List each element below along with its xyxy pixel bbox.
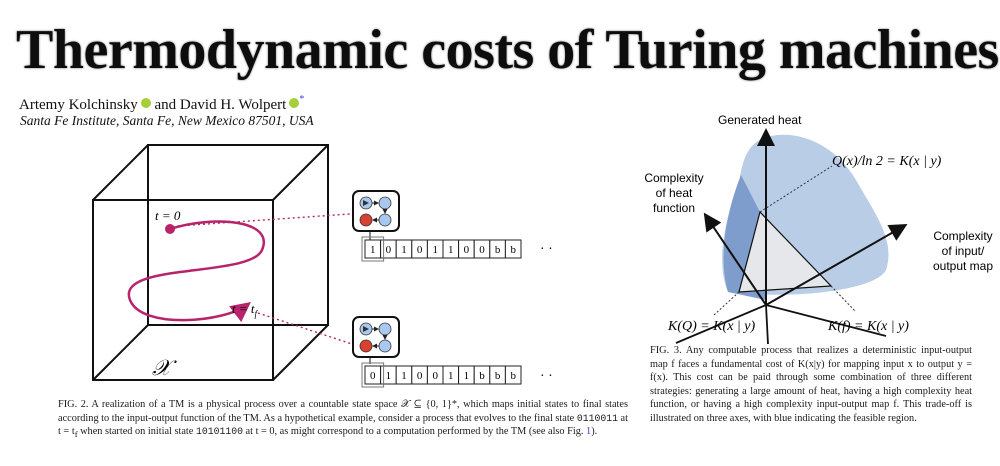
label-tf-sub: f (255, 309, 259, 319)
tape-symbol: 0 (417, 244, 423, 256)
affiliation: Santa Fe Institute, Santa Fe, New Mexico… (20, 113, 314, 128)
tradeoff-surface (738, 210, 833, 293)
paper-title: Thermodynamic costs of Turing machines (16, 19, 999, 81)
tape-symbol: 1 (448, 370, 454, 382)
tape-symbol: b (510, 244, 516, 256)
tape-head-marker (361, 362, 385, 388)
tape-symbol: 1 (448, 244, 454, 256)
tape-head-marker (361, 236, 385, 262)
axis-heat-function (703, 212, 767, 306)
tm-head-bottom (352, 316, 400, 358)
tape-cell (504, 365, 522, 385)
label-generated-heat: Generated heat (718, 113, 802, 127)
fig1-link[interactable]: 1 (586, 426, 592, 438)
author-and: and (154, 97, 177, 113)
tape-symbol: b (510, 370, 516, 382)
label-heat-fn-2: of heat (656, 186, 693, 200)
tape-symbol: 1 (386, 370, 392, 382)
trajectory-curve (127, 220, 266, 323)
connector-initial (177, 212, 365, 227)
label-io-map-1: Complexity (933, 229, 992, 243)
tape-symbol: 0 (417, 370, 423, 382)
tape-symbol: 0 (386, 244, 392, 256)
orcid-icon (289, 98, 300, 108)
fig3-caption: FIG. 3. Any computable process that real… (650, 345, 972, 424)
tape-symbol: 0 (370, 370, 376, 382)
label-tf: t = t (232, 301, 255, 316)
state-space-cube (92, 144, 329, 381)
axis-io-map (765, 224, 908, 306)
fig3-diagram: Generated heat Complexity of heat functi… (644, 113, 993, 344)
svg-text:t = tf: t = tf (232, 301, 259, 319)
tape-cell (504, 239, 522, 259)
author-wolpert: David H. Wolpert (179, 97, 287, 113)
tape-symbol: b (479, 370, 485, 382)
label-kf: K(f) = K(x | y) (827, 319, 909, 334)
tape-symbol: 1 (464, 370, 470, 382)
tape-symbol: 1 (401, 244, 407, 256)
label-heat-fn-1: Complexity (644, 171, 703, 185)
tape-symbol: 1 (401, 370, 407, 382)
label-q-over-ln2: Q(x)/ln 2 = K(x | y) (832, 154, 942, 169)
tape-top-ellipsis: · · (540, 242, 553, 257)
corresponding-author-mark: * (299, 94, 305, 105)
tape-bottom-ellipsis: · · (540, 369, 553, 384)
orcid-icon (140, 98, 151, 108)
tape-symbol: b (495, 370, 501, 382)
tape-symbol: 0 (432, 370, 438, 382)
tape-symbol: 0 (479, 244, 485, 256)
tape-symbol: b (495, 244, 501, 256)
tape-symbol: 0 (464, 244, 470, 256)
label-io-map-3: output map (933, 259, 993, 273)
author-kolchinsky: Artemy Kolchinsky (19, 97, 138, 113)
label-t0: t = 0 (155, 208, 181, 223)
connector-final (257, 312, 365, 349)
fig2-caption: FIG. 2. A realization of a TM is a physi… (58, 399, 628, 440)
tm-head-top (352, 190, 400, 232)
tape-symbol: 1 (432, 244, 438, 256)
state-space-symbol: 𝒳 (152, 355, 177, 380)
initial-state-dot (165, 224, 175, 234)
author-line: Artemy Kolchinsky and David H. Wolpert * (19, 94, 304, 114)
label-kq: K(Q) = K(x | y) (667, 319, 755, 334)
label-heat-fn-3: function (653, 201, 695, 215)
tape-symbol: 1 (370, 244, 376, 256)
label-io-map-2: of input/ (942, 244, 985, 258)
